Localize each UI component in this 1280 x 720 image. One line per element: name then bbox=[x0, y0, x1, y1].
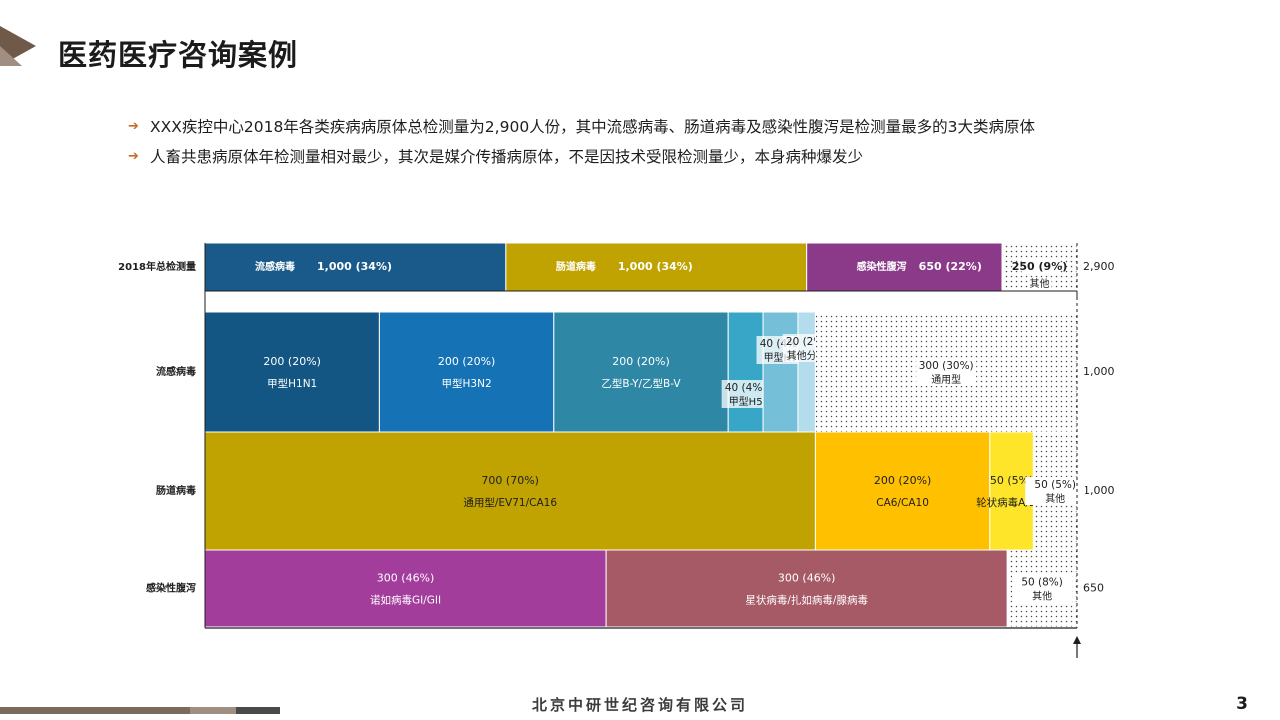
segment-value: 300 (30%) bbox=[919, 360, 974, 372]
footer-bar-1 bbox=[0, 707, 190, 714]
segment-value: 50 (5%) bbox=[1034, 479, 1076, 491]
segment-name: 感染性腹泻 bbox=[857, 260, 907, 273]
segment-bar bbox=[204, 549, 607, 628]
segment-name: 通用型 bbox=[931, 373, 961, 386]
row-label: 感染性腹泻 bbox=[146, 582, 196, 595]
page-title: 医药医疗咨询案例 bbox=[58, 38, 299, 72]
row-total: 2,900 bbox=[1083, 260, 1115, 273]
segment-name: 肠道病毒 bbox=[556, 260, 596, 273]
row-label: 2018年总检测量 bbox=[118, 260, 196, 273]
corner-decoration-light bbox=[0, 46, 22, 66]
segment-value: 40 (4%) bbox=[725, 382, 767, 394]
bullet-list: ➔ XXX疾控中心2018年各类疾病病原体总检测量为2,900人份，其中流感病毒… bbox=[128, 113, 1118, 173]
segment-value: 1,000 (34%) bbox=[317, 260, 392, 273]
footer-decoration bbox=[0, 707, 280, 714]
segment-value: 50 (8%) bbox=[1021, 577, 1063, 589]
segment-value: 50 (5%) bbox=[990, 474, 1034, 487]
segment-name: 乙型B-Y/乙型B-V bbox=[601, 377, 681, 390]
segment-value: 700 (70%) bbox=[481, 474, 539, 487]
segment-name: 其他 bbox=[1032, 590, 1052, 603]
segment-bar bbox=[204, 242, 507, 292]
label-bg bbox=[916, 358, 977, 386]
bullet-text: XXX疾控中心2018年各类疾病病原体总检测量为2,900人份，其中流感病毒、肠… bbox=[150, 118, 1036, 136]
segment-name: 诺如病毒GI/GII bbox=[370, 594, 441, 607]
segment-value: 250 (9%) bbox=[1012, 260, 1068, 273]
row-label: 流感病毒 bbox=[156, 365, 196, 378]
label-bg bbox=[1021, 260, 1058, 274]
segment-name: 星状病毒/扎如病毒/腺病毒 bbox=[745, 594, 868, 607]
chart-layer: 2018年总检测量 2,900 流感病毒 1,000 (34%) 肠道病毒 1,000 (… bbox=[118, 242, 1115, 658]
segment-value: 200 (20%) bbox=[263, 355, 321, 368]
segment-bar bbox=[204, 311, 380, 433]
segment-name: 通用型/EV71/CA16 bbox=[463, 496, 557, 509]
bullet-item: ➔ XXX疾控中心2018年各类疾病病原体总检测量为2,900人份，其中流感病毒… bbox=[128, 113, 1118, 141]
bullet-text: 人畜共患病原体年检测量相对最少，其次是媒介传播病原体，不是因技术受限检测量少，本… bbox=[150, 148, 864, 166]
segment-value: 1,000 (34%) bbox=[618, 260, 693, 273]
segment-value: 200 (20%) bbox=[438, 355, 496, 368]
arrow-right-icon: ➔ bbox=[128, 149, 139, 164]
label-bg bbox=[1025, 477, 1086, 505]
segment-bar bbox=[797, 311, 816, 433]
segment-value: 300 (46%) bbox=[778, 572, 836, 585]
segment-name: 其他 bbox=[1030, 277, 1050, 290]
label-bg bbox=[1012, 574, 1073, 603]
segment-value: 650 (22%) bbox=[919, 260, 982, 273]
segment-name: 甲型H1N1 bbox=[267, 377, 317, 390]
up-arrow-icon bbox=[1073, 636, 1081, 644]
segment-value: 300 (46%) bbox=[377, 572, 435, 585]
segment-bar bbox=[762, 311, 799, 433]
segment-name: 甲型H5 bbox=[729, 395, 763, 408]
footer-company: 北京中研世纪咨询有限公司 bbox=[531, 696, 748, 714]
segment-value: 200 (20%) bbox=[874, 474, 932, 487]
segment-name: CA6/CA10 bbox=[876, 497, 929, 509]
segment-name: 甲型H3N2 bbox=[442, 377, 492, 390]
page-number: 3 bbox=[1236, 694, 1248, 714]
row-total: 650 bbox=[1083, 582, 1104, 595]
segment-bar bbox=[727, 311, 764, 433]
label-bg bbox=[1027, 278, 1052, 290]
segment-bar bbox=[378, 311, 555, 433]
segment-bar bbox=[204, 431, 816, 551]
segment-bar bbox=[814, 431, 991, 551]
footer-bar-2 bbox=[190, 707, 236, 714]
arrow-right-icon: ➔ bbox=[128, 119, 139, 134]
segment-value: 200 (20%) bbox=[612, 355, 670, 368]
segment-bar bbox=[553, 311, 729, 433]
row-label: 肠道病毒 bbox=[156, 484, 196, 497]
row-total: 1,000 bbox=[1083, 484, 1115, 497]
segment-name: 其他 bbox=[1045, 492, 1065, 505]
bullet-item: ➔ 人畜共患病原体年检测量相对最少，其次是媒介传播病原体，不是因技术受限检测量少… bbox=[128, 143, 1118, 171]
label-bg bbox=[721, 380, 770, 408]
footer-bar-3 bbox=[236, 707, 280, 714]
row-total: 1,000 bbox=[1083, 365, 1115, 378]
segment-bar bbox=[605, 549, 1008, 628]
segment-name: 流感病毒 bbox=[255, 260, 295, 273]
